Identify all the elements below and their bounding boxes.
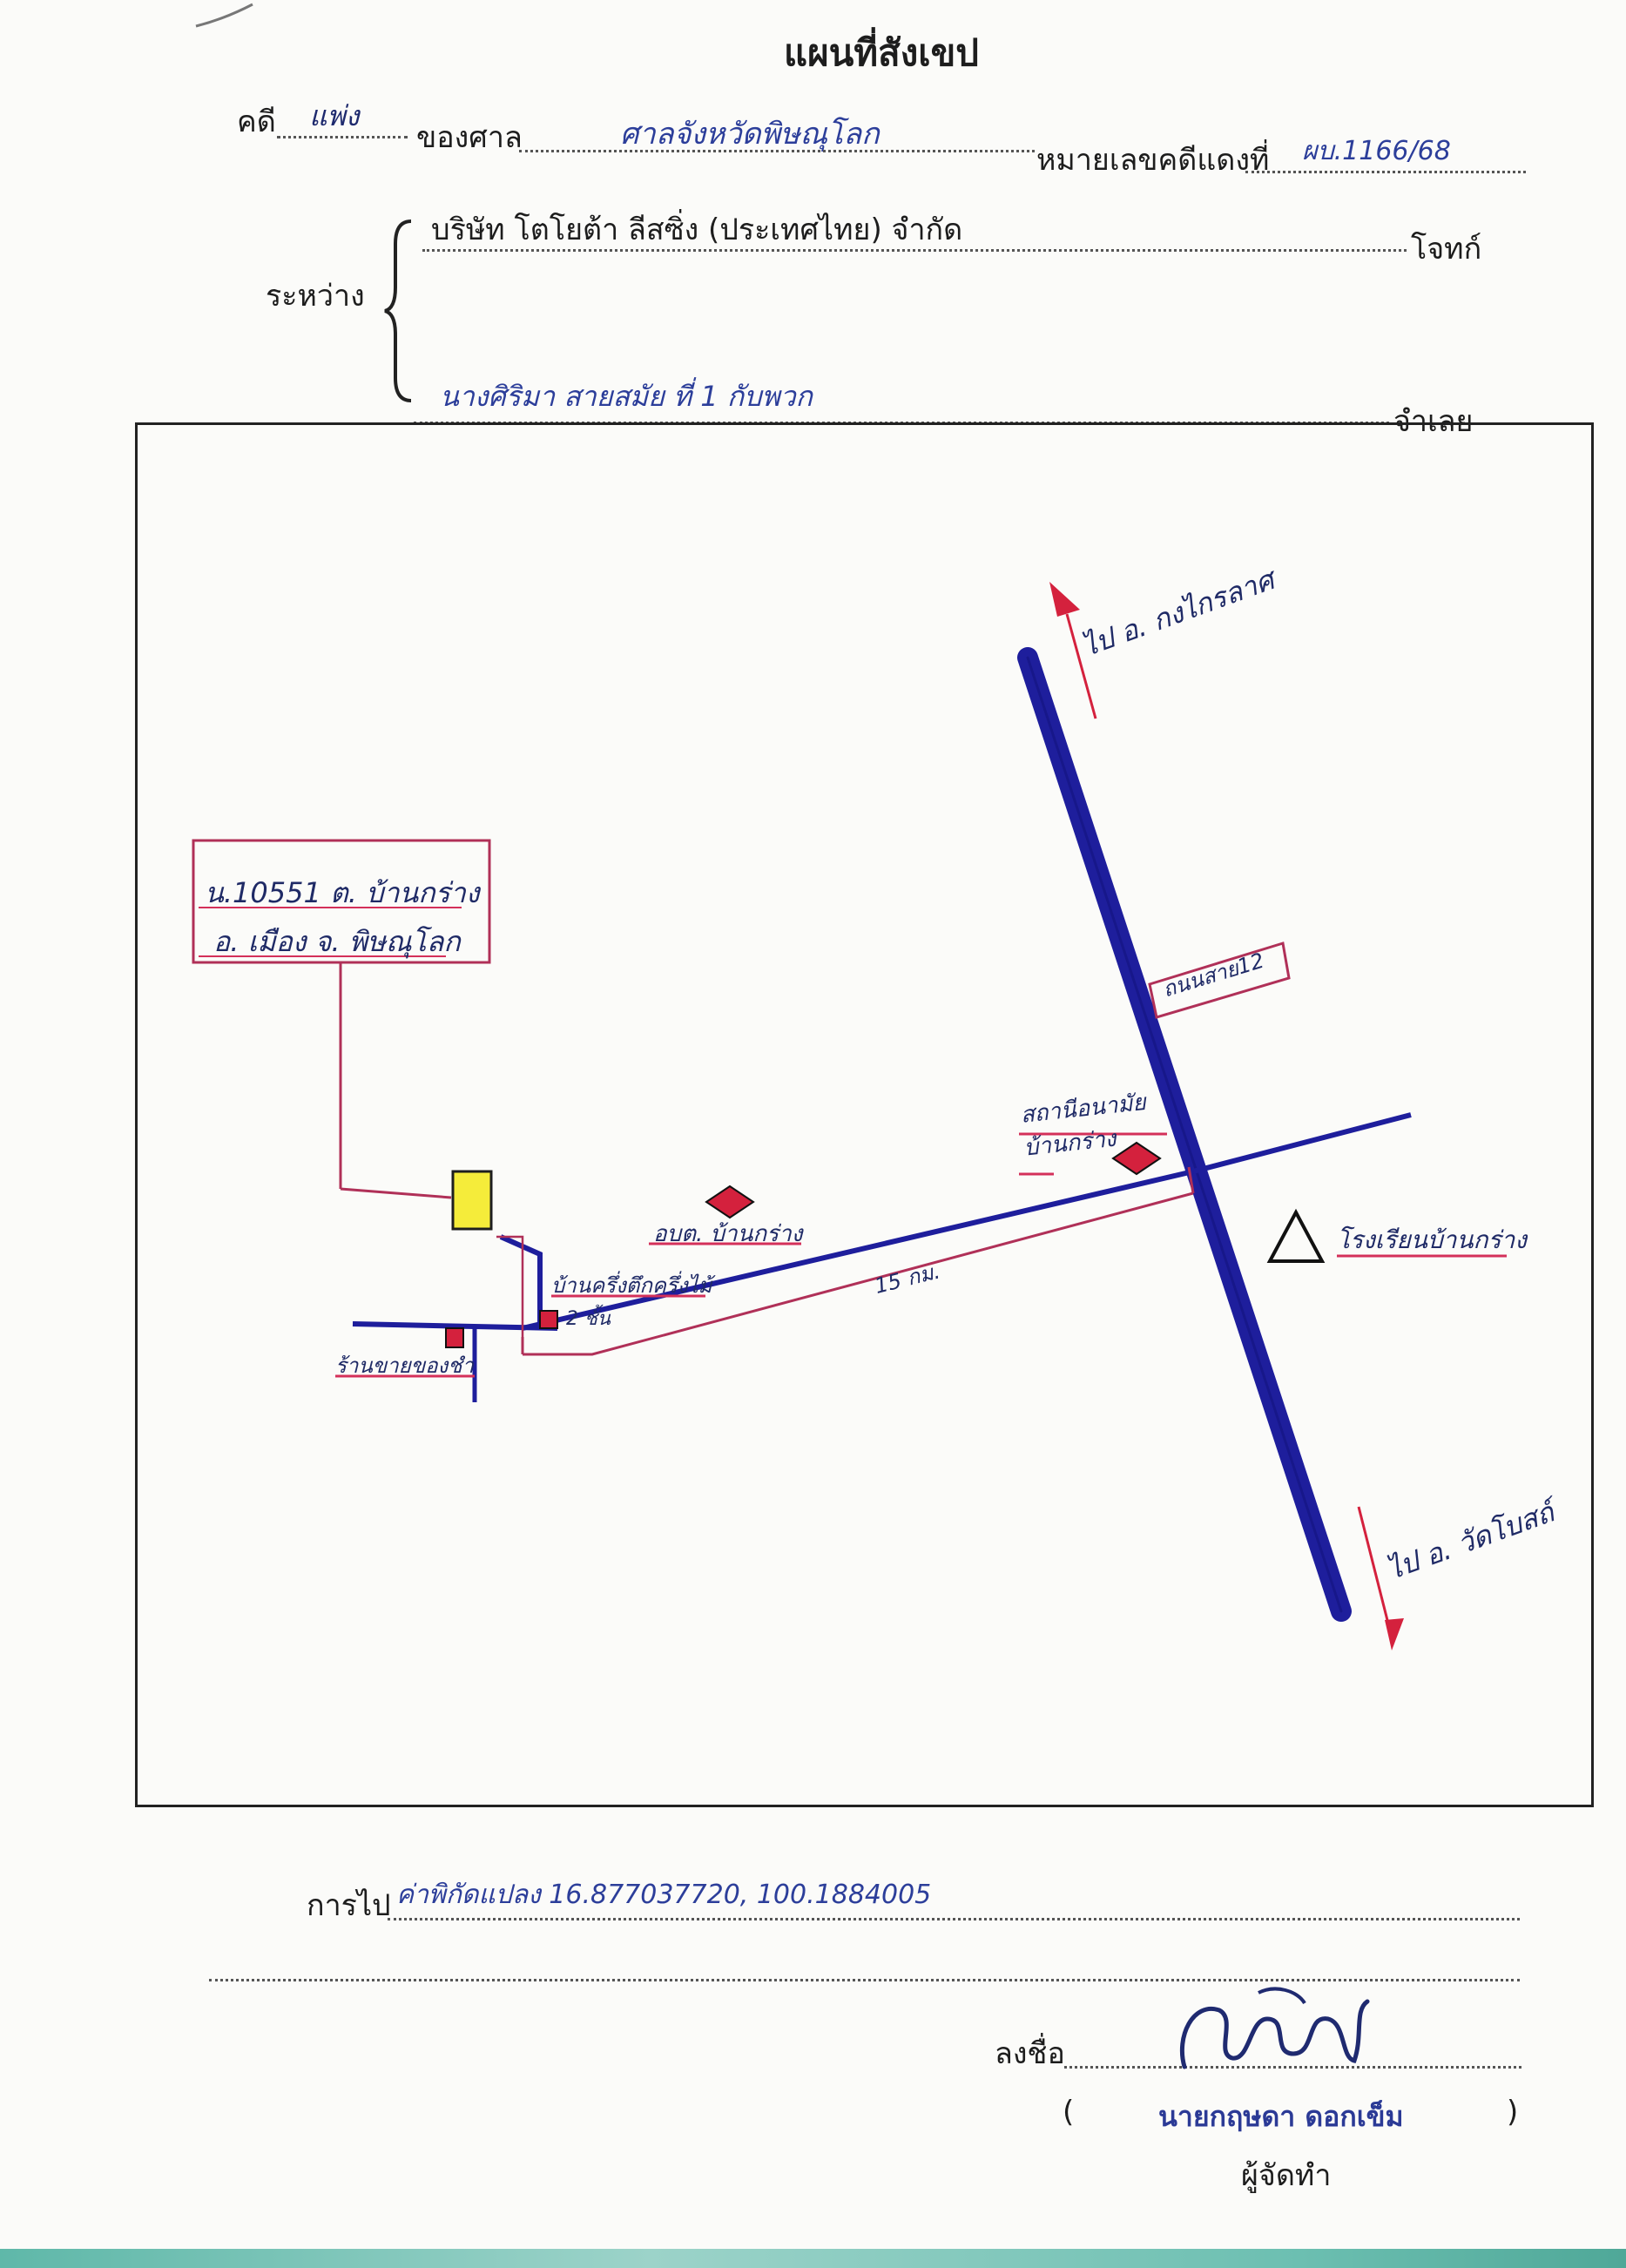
role-label: ผู้จัดทำ: [1241, 2158, 1332, 2193]
court-name: ศาลจังหวัดพิษณุโลก: [620, 117, 880, 152]
school-label: โรงเรียนบ้านกร่าง: [1337, 1225, 1527, 1254]
bottom-strip: [0, 2249, 1626, 2268]
case-number-label: หมายเลขคดีแดงที่: [1036, 143, 1270, 178]
house-marker: [539, 1310, 558, 1329]
house-label: บ้านครึ่งตึกครึ่งไม้: [551, 1273, 712, 1298]
house-floors-label: 2 ชั้น: [566, 1308, 611, 1330]
tambon-office-marker: [705, 1185, 755, 1219]
cross-road-east: [1192, 1112, 1412, 1174]
signature: [1179, 1987, 1370, 2069]
defendant-label: จำเลย: [1393, 404, 1474, 439]
village-road: [522, 1169, 1194, 1331]
court-label: ของศาล: [416, 120, 523, 155]
tambon-office-label: อบต. บ้านกร่าง: [653, 1221, 803, 1247]
plot-label-line2: อ. เมือง จ. พิษณุโลก: [213, 925, 461, 958]
plot-label-line1: น.10551 ต. บ้านกร่าง: [205, 876, 480, 909]
plaintiff-label: โจทก์: [1411, 232, 1482, 267]
map-frame: [135, 422, 1594, 1807]
shop-label: ร้านขายของชำ: [335, 1353, 475, 1378]
case-type: แพ่ง: [309, 99, 360, 132]
paren-open: (: [1063, 2095, 1075, 2130]
shop-marker: [445, 1327, 464, 1348]
plaintiff-name: บริษัท โตโยต้า ลีสซิ่ง (ประเทศไทย) จำกัด: [431, 213, 963, 247]
case-label: คดี: [237, 105, 276, 139]
between-label: ระหว่าง: [266, 279, 365, 314]
route-label: การไป: [307, 1888, 391, 1923]
bracket: [384, 219, 412, 402]
route-text: ค่าพิกัดแปลง 16.877037720, 100.1884005: [396, 1880, 932, 1910]
plot-marker: [451, 1170, 493, 1231]
sign-label: ลงชื่อ: [995, 2036, 1065, 2071]
case-number: ผบ.1166/68: [1302, 136, 1451, 166]
defendant-name: นางศิริมา สายสมัย ที่ 1 กับพวก: [440, 380, 813, 413]
paren-close: ): [1507, 2095, 1519, 2130]
corner-mark: [195, 3, 253, 28]
signer-name: นายกฤษดา ดอกเข็ม: [1158, 2100, 1404, 2133]
health-station-marker: [1111, 1141, 1162, 1176]
page-title: แผนที่สังเขป: [784, 31, 979, 74]
school-marker: [1266, 1208, 1326, 1263]
